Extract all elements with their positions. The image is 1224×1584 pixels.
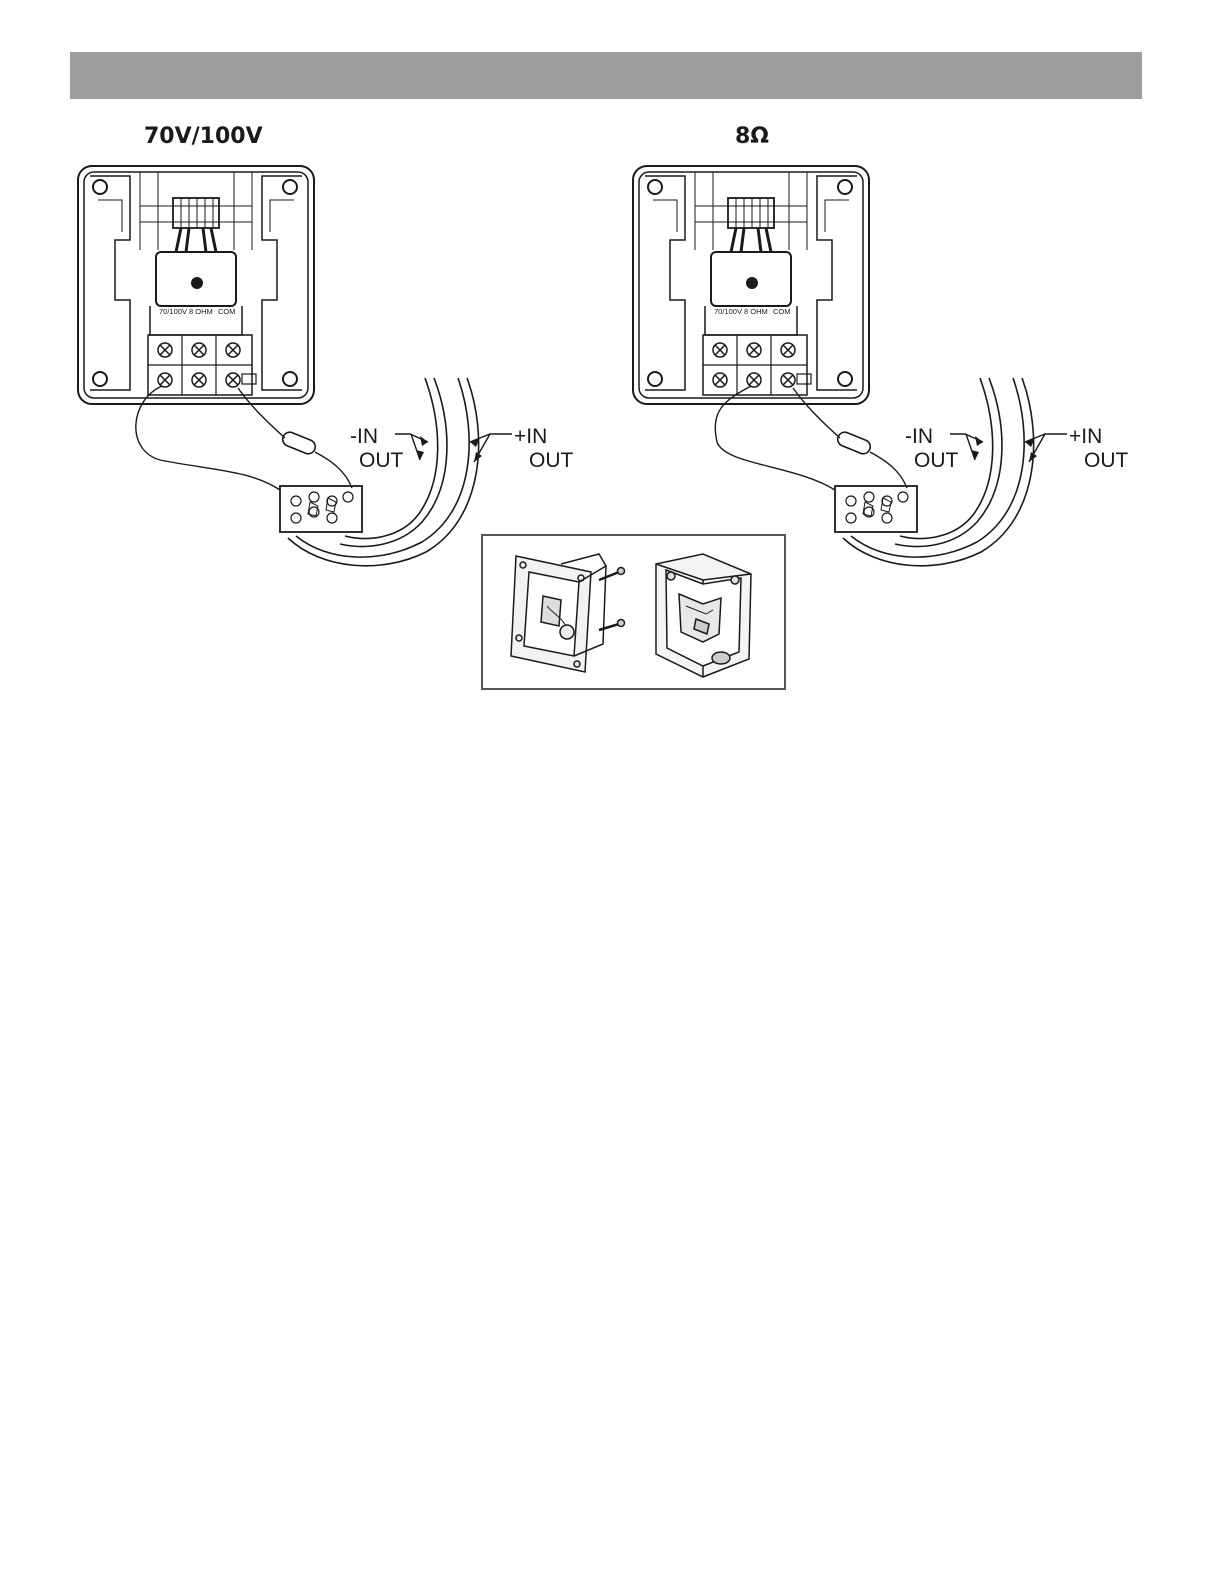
wire-label-pos-in: +IN <box>1069 425 1102 448</box>
fuse <box>281 430 318 456</box>
header-bar <box>70 52 1142 99</box>
fuse <box>836 430 873 456</box>
mount-hole-bl <box>93 372 107 386</box>
wire-label-pos-out: OUT <box>1084 449 1129 472</box>
terminal-label-8-ohm: 8 OHM <box>744 307 768 316</box>
mounting-box-inset <box>481 534 786 690</box>
terminal-label-8-ohm: 8 OHM <box>189 307 213 316</box>
wiring-diagram-70v-100v: 70/100V 8 OHM COM -IN OUT +IN OUT <box>70 160 590 580</box>
connector-block <box>728 198 774 228</box>
wire-label-neg-in: -IN <box>905 425 933 448</box>
mount-hole-tr <box>283 180 297 194</box>
connector-block <box>173 198 219 228</box>
terminal-label-com: COM <box>218 307 236 316</box>
terminal-label-com: COM <box>773 307 791 316</box>
wire-label-pos-in: +IN <box>514 425 547 448</box>
terminal-label-70-100v: 70/100V <box>159 307 187 316</box>
terminal-label-70-100v: 70/100V <box>714 307 742 316</box>
wiring-diagram-8-ohm: 70/100V 8 OHM COM -IN OUT +IN OUT <box>625 160 1145 580</box>
wire-label-neg-out: OUT <box>914 449 959 472</box>
diagram-title-70v-100v: 70V/100V <box>144 124 263 149</box>
surface-mount-box-illustration <box>656 554 751 677</box>
mount-hole-tl <box>648 180 662 194</box>
mount-hole-tl <box>93 180 107 194</box>
diagram-title-8-ohm: 8Ω <box>735 124 769 149</box>
wire-label-neg-out: OUT <box>359 449 404 472</box>
mount-hole-bl <box>648 372 662 386</box>
mount-hole-tr <box>838 180 852 194</box>
wire-label-neg-in: -IN <box>350 425 378 448</box>
mount-hole-br <box>838 372 852 386</box>
mount-hole-br <box>283 372 297 386</box>
wire-label-pos-out: OUT <box>529 449 574 472</box>
